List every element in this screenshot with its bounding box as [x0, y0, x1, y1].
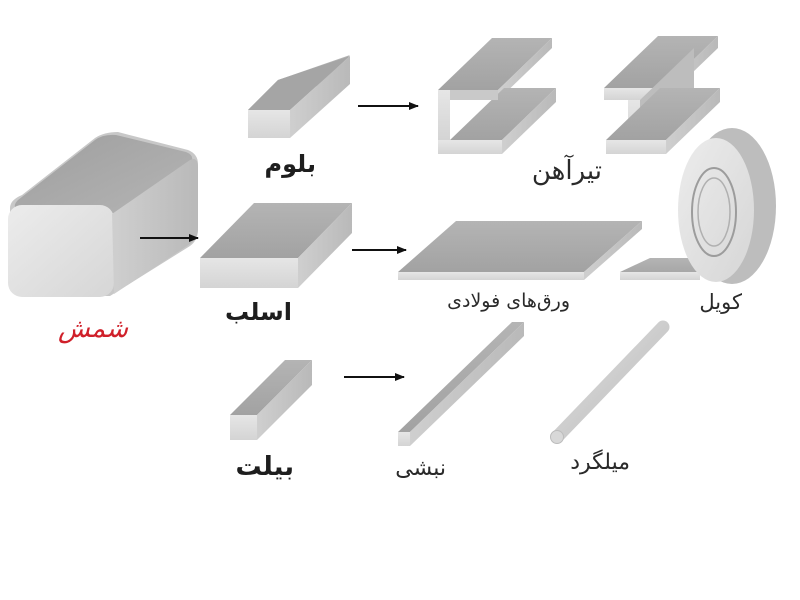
channel-beam-shape — [438, 38, 556, 154]
steel-sheets-label: ورق‌های فولادی — [447, 290, 570, 312]
steel-sheet-shape — [398, 221, 642, 280]
slab-label: اسلب — [224, 298, 292, 326]
billet-shape — [230, 360, 312, 440]
beams-label: تیرآهن — [531, 156, 602, 186]
ingot-shape — [8, 132, 198, 297]
i-beam-shape — [604, 36, 720, 154]
bloom-shape — [248, 55, 350, 138]
billet-label: بیلت — [235, 452, 294, 482]
angle-label: نبشی — [395, 456, 446, 481]
rebar-label: میلگرد — [570, 450, 630, 475]
ingot-label: شمش — [58, 314, 128, 344]
bloom-label: بلوم — [264, 150, 316, 178]
angle-bar-shape — [398, 322, 524, 446]
coil-label: کویل — [699, 290, 742, 314]
slab-shape — [200, 203, 352, 288]
rebar-shape — [550, 320, 670, 444]
coil-shape — [620, 128, 776, 284]
